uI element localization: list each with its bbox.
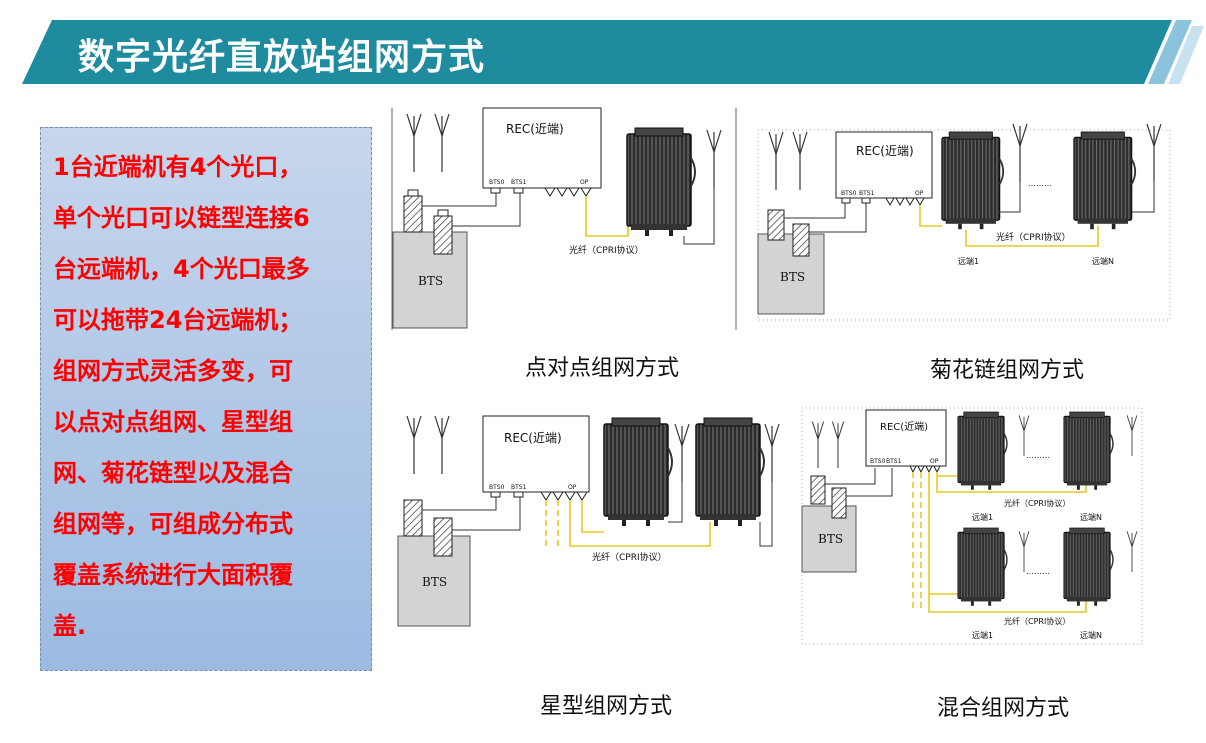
- port-bts0-label: BTS0: [489, 484, 505, 491]
- remote-n-label: 远端N: [1092, 256, 1114, 266]
- combiner: [403, 499, 423, 537]
- fiber-label: 光纤（CPRI协议）: [996, 231, 1071, 243]
- fiber-label: 光纤（CPRI协议）: [1004, 498, 1070, 508]
- caption-star: 星型组网方式: [540, 694, 673, 719]
- rec-box: [835, 131, 933, 199]
- description-line: 1台近端机有4个光口，: [53, 153, 303, 181]
- remote-unit: [957, 411, 1008, 491]
- combiner: [433, 517, 453, 557]
- remote-unit: [941, 131, 1005, 231]
- diagram-point-to-point: BTS REC(近端) BTS0 BTS1 OP 光纤（CPRI协议）: [391, 107, 737, 330]
- port-op-label: OP: [930, 458, 939, 465]
- description-line: 单个光口可以链型连接6: [53, 204, 310, 232]
- port-op-label: OP: [915, 190, 924, 197]
- port-bts0-label: BTS0: [870, 458, 886, 465]
- combiner: [433, 215, 453, 255]
- dots: ………: [1026, 567, 1050, 576]
- description-line: 组网方式灵活多变，可: [53, 357, 293, 385]
- port-bts1-label: BTS1: [886, 458, 902, 465]
- combiner: [831, 487, 847, 519]
- title-banner: [22, 20, 1204, 84]
- bts-label: BTS: [422, 575, 447, 589]
- port-bts0-label: BTS0: [489, 179, 505, 186]
- bts-label: BTS: [418, 274, 443, 288]
- remote-unit: [1073, 131, 1137, 231]
- description-line: 台远端机，4个光口最多: [53, 255, 310, 283]
- remote-1-label: 远端1: [958, 256, 979, 266]
- remote-unit: [626, 127, 696, 237]
- combiner: [792, 223, 810, 257]
- remote-n-label: 远端N: [1080, 512, 1102, 522]
- description-line: 组网等，可组成分布式: [53, 510, 293, 538]
- port-op-label: OP: [568, 484, 577, 491]
- dots: ………: [1026, 451, 1050, 460]
- bts-label: BTS: [818, 532, 843, 546]
- remote-unit: [1063, 527, 1114, 607]
- remote-1-label: 远端1: [972, 512, 993, 522]
- rec-label: REC(近端): [506, 122, 564, 136]
- page-title: 数字光纤直放站组网方式: [78, 37, 486, 78]
- description-line: 覆盖系统进行大面积覆: [53, 561, 293, 589]
- dots: ………: [1028, 179, 1052, 188]
- caption-hybrid: 混合组网方式: [937, 696, 1070, 721]
- combiner: [767, 209, 785, 241]
- rec-label: REC(近端): [504, 431, 562, 445]
- diagram-star: BTS REC(近端) BTS0 BTS1 OP 光纤（CPRI协议）: [397, 415, 780, 627]
- rec-label: REC(近端): [880, 420, 928, 433]
- description-box: 1台近端机有4个光口， 单个光口可以链型连接6 台远端机，4个光口最多 可以拖带…: [40, 127, 372, 671]
- remote-1-label: 远端1: [972, 630, 993, 640]
- bts-label: BTS: [780, 270, 805, 284]
- bts-box: [757, 233, 825, 315]
- diagram-daisy-chain: BTS REC(近端) BTS0 BTS1 OP ……… 光纤（CPRI协议） …: [757, 123, 1171, 321]
- rec-box: [482, 415, 590, 493]
- rec-box: [482, 107, 602, 189]
- remote-unit: [695, 417, 765, 527]
- port-bts0-label: BTS0: [841, 190, 857, 197]
- rec-label: REC(近端): [856, 144, 914, 158]
- port-bts1-label: BTS1: [511, 179, 527, 186]
- rec-box: [865, 409, 947, 467]
- remote-n-label: 远端N: [1080, 630, 1102, 640]
- fiber-label: 光纤（CPRI协议）: [1004, 616, 1070, 626]
- bts-box: [801, 505, 857, 573]
- diagram-hybrid: BTS REC(近端) BTS0 BTS1 OP ……… ……… 光纤（CPRI…: [801, 407, 1143, 645]
- bts-box: [392, 231, 468, 329]
- fiber-label: 光纤（CPRI协议）: [569, 244, 644, 256]
- remote-unit: [1063, 411, 1114, 491]
- caption-point-to-point: 点对点组网方式: [525, 356, 680, 381]
- caption-daisy-chain: 菊花链组网方式: [930, 358, 1085, 383]
- description-line: 以点对点组网、星型组: [53, 408, 293, 436]
- port-bts1-label: BTS1: [511, 484, 527, 491]
- combiner: [403, 195, 423, 233]
- fiber-label: 光纤（CPRI协议）: [592, 551, 667, 563]
- description-line: 可以拖带24台远端机；: [53, 306, 303, 334]
- combiner: [810, 475, 826, 505]
- description-line: 盖.: [53, 612, 87, 640]
- port-bts1-label: BTS1: [859, 190, 875, 197]
- remote-unit: [957, 527, 1008, 607]
- description-line: 网、菊花链型以及混合: [53, 459, 293, 487]
- port-op-label: OP: [580, 179, 589, 186]
- remote-unit: [603, 417, 673, 527]
